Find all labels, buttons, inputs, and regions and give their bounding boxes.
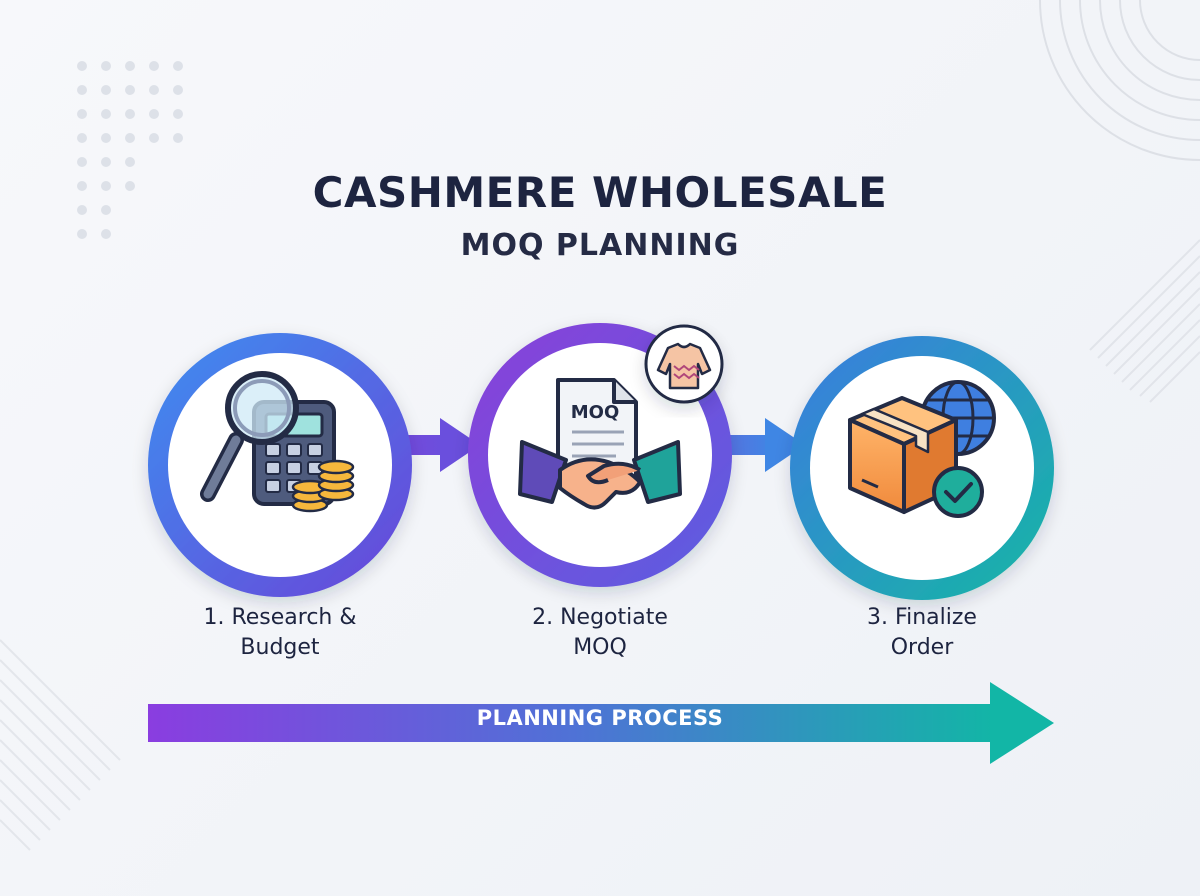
step-3-label-line1: 3. Finalize xyxy=(867,605,977,630)
step-1-label-line1: 1. Research & xyxy=(203,605,357,630)
page-subtitle: MOQ PLANNING xyxy=(460,228,740,263)
step-1-label: 1. Research & Budget xyxy=(150,603,410,663)
step-3-label-line2: Order xyxy=(890,635,954,660)
handshake-document-icon xyxy=(518,324,724,510)
step-2-label: 2. Negotiate MOQ xyxy=(470,603,730,663)
decorative-arcs xyxy=(1039,0,1200,161)
page-title: CASHMERE WHOLESALE xyxy=(312,168,888,217)
decorative-hatch-right xyxy=(1089,239,1200,403)
step-3-label: 3. Finalize Order xyxy=(792,603,1052,663)
process-bar-label: PLANNING PROCESS xyxy=(476,706,724,730)
document-moq-text: MOQ xyxy=(570,402,620,423)
process-arrow xyxy=(148,682,1054,764)
decorative-hatch-left xyxy=(0,639,121,851)
step-1-label-line2: Budget xyxy=(240,635,320,660)
magnifier-calculator-coins-icon xyxy=(200,371,355,513)
box-globe-check-icon xyxy=(848,380,996,518)
step-2-label-line1: 2. Negotiate xyxy=(532,605,668,630)
decorative-dot-grid xyxy=(77,61,183,239)
step-2-label-line2: MOQ xyxy=(573,635,627,660)
